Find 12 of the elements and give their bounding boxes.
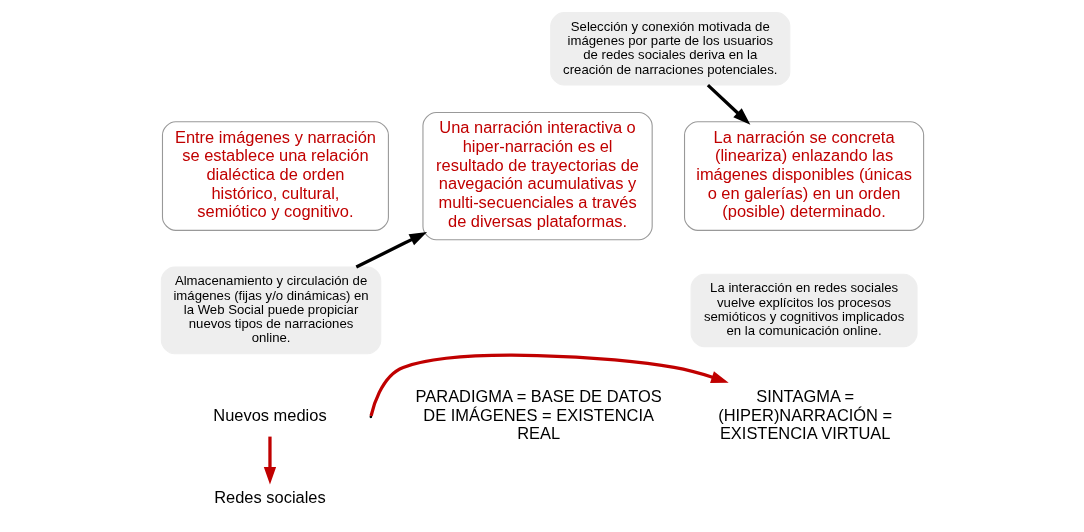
arrow	[263, 436, 276, 485]
node-box: Una narración interactiva o hiper-narración es el resultado de trayectorias de navegación acumulativas y multi-secuenciales a través de diversas plataformas.	[421, 111, 653, 241]
label: PARADIGMA = BASE DE DATOS DE IMÁGENES = EXISTENCIA REAL	[415, 386, 662, 443]
node-text: Nuevos medios	[212, 405, 327, 424]
node-text: Redes sociales	[213, 488, 326, 507]
node-text: SINTAGMA = (HIPER)NARRACIÓN = EXISTENCIA VIRTUAL	[717, 386, 892, 443]
arrow	[706, 83, 750, 125]
node-box: Entre imágenes y narración se establece una relación dialéctica de orden histórico, cultural, semiótico y cognitivo.	[161, 121, 389, 231]
node-box: Almacenamiento y circulación de imágenes (fijas y/o dinámicas) en la Web Social puede propiciar nuevos tipos de narraciones online.	[160, 266, 381, 355]
arrow	[355, 231, 427, 269]
node-box: La narración se concreta (lineariza) enlazando las imágenes disponibles (únicas o en galerías) en un orden (posible) determinado.	[683, 121, 924, 231]
node-box: Selección y conexión motivada de imágenes por parte de los usuarios de redes sociales deriva en la creación de narraciones potenciales.	[549, 12, 790, 86]
